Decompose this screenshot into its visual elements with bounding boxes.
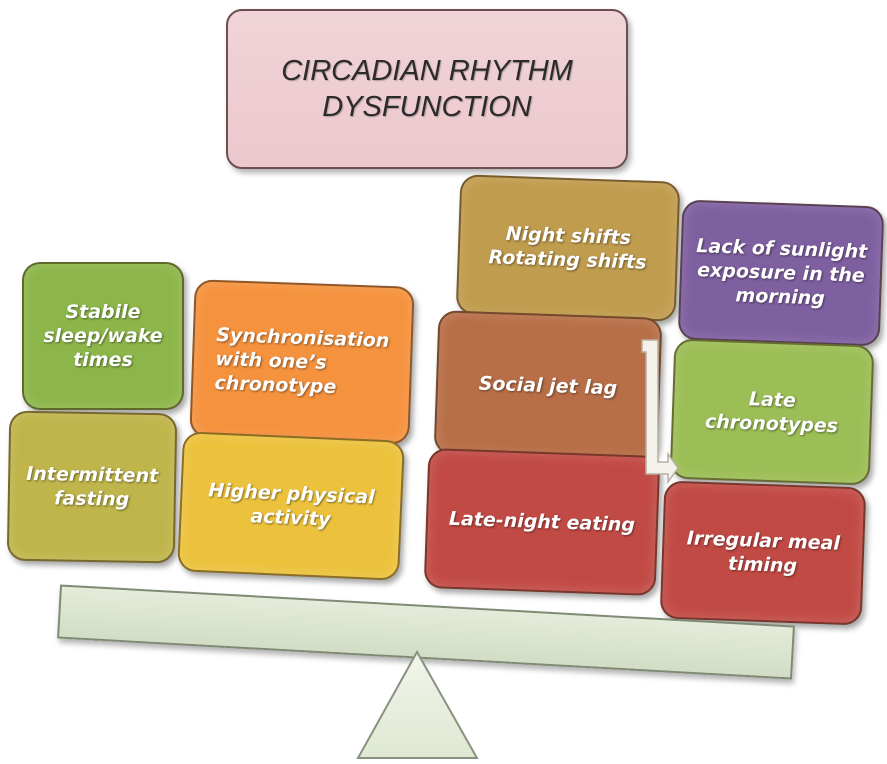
late-night-eating-label: Late-night eating <box>448 507 636 537</box>
irregular-meals-box: Irregular meal timing <box>659 480 867 626</box>
late-chronotypes-box: Late chronotypes <box>669 338 875 486</box>
stable-sleep-box: Stabile sleep/wake times <box>22 262 184 410</box>
social-jet-lag-label: Social jet lag <box>478 372 618 400</box>
diagram-title: CIRCADIAN RHYTHM DYSFUNCTION <box>281 54 573 123</box>
connector-arrow-icon <box>641 339 679 485</box>
intermittent-fasting-box: Intermittent fasting <box>6 410 178 564</box>
intermittent-fasting-label: Intermittent fasting <box>26 462 159 511</box>
sunlight-label: Lack of sunlight exposure in the morning <box>696 234 868 310</box>
late-chronotypes-label: Late chronotypes <box>704 387 839 438</box>
stable-sleep-label: Stabile sleep/wake times <box>43 300 163 372</box>
physical-activity-box: Higher physical activity <box>177 431 405 581</box>
social-jet-lag-box: Social jet lag <box>433 310 663 462</box>
synchronisation-label: Synchronisation with one’s chronotype <box>214 323 390 399</box>
late-night-eating-box: Late-night eating <box>423 447 661 597</box>
fulcrum-triangle <box>356 650 479 759</box>
title-box: CIRCADIAN RHYTHM DYSFUNCTION <box>226 9 628 169</box>
synchronisation-box: Synchronisation with one’s chronotype <box>189 279 415 445</box>
physical-activity-label: Higher physical activity <box>207 479 376 531</box>
shifts-box: Night shifts Rotating shifts <box>455 174 681 322</box>
shifts-label: Night shifts Rotating shifts <box>488 222 647 274</box>
irregular-meals-label: Irregular meal timing <box>686 527 841 578</box>
sunlight-box: Lack of sunlight exposure in the morning <box>677 199 885 347</box>
